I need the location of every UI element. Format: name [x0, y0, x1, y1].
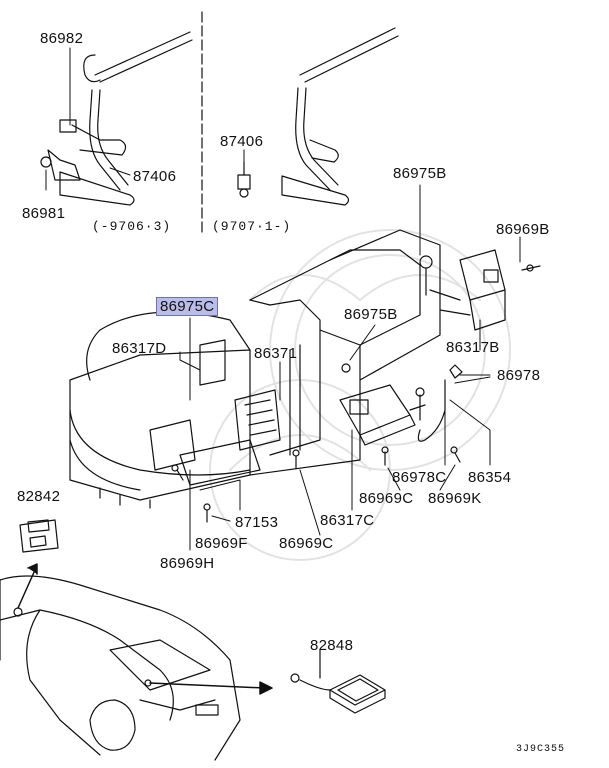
- switch-82848: [290, 649, 386, 714]
- part-label-86978c[interactable]: 86978C: [392, 469, 447, 486]
- date-note-right: (9707·1-): [212, 219, 292, 234]
- part-label-87153[interactable]: 87153: [235, 514, 279, 531]
- part-label-86354[interactable]: 86354: [468, 469, 512, 486]
- switch-82842: [19, 519, 59, 553]
- sensor-87406: [237, 161, 251, 198]
- left-rod-assembly: [40, 31, 193, 206]
- leader-lines: [45, 47, 521, 551]
- actuator-right: [419, 249, 541, 331]
- actuator-center: [339, 384, 426, 446]
- part-label-87406-left[interactable]: 87406: [133, 168, 177, 185]
- part-label-86317d[interactable]: 86317D: [112, 340, 167, 357]
- screws: [171, 363, 461, 523]
- part-label-86969c-mid[interactable]: 86969C: [279, 535, 334, 552]
- part-label-86975b-top[interactable]: 86975B: [393, 165, 447, 182]
- part-label-86371[interactable]: 86371: [254, 345, 298, 362]
- part-label-86317b[interactable]: 86317B: [446, 339, 500, 356]
- part-label-86982[interactable]: 86982: [40, 30, 84, 47]
- heater-unit: [69, 229, 441, 509]
- part-label-86978[interactable]: 86978: [497, 367, 541, 384]
- part-label-86975b-mid[interactable]: 86975B: [344, 306, 398, 323]
- date-note-left: (-9706·3): [92, 219, 172, 234]
- arrows: [17, 563, 273, 695]
- part-label-86981[interactable]: 86981: [22, 205, 66, 222]
- part-label-86969h[interactable]: 86969H: [160, 555, 215, 572]
- part-label-86969b[interactable]: 86969B: [496, 221, 550, 238]
- part-label-86317c[interactable]: 86317C: [320, 512, 375, 529]
- right-rod-assembly: [281, 27, 399, 206]
- part-label-87406-top[interactable]: 87406: [220, 133, 264, 150]
- car-outline: [0, 575, 241, 761]
- part-label-86969k[interactable]: 86969K: [428, 490, 482, 507]
- part-label-86969f[interactable]: 86969F: [195, 535, 248, 552]
- part-label-86975c-highlighted[interactable]: 86975C: [156, 297, 219, 316]
- part-label-82842[interactable]: 82842: [17, 488, 61, 505]
- control-cable: [415, 364, 463, 442]
- diagram-code: 3J9C355: [516, 744, 566, 755]
- part-label-86969c-right[interactable]: 86969C: [359, 490, 414, 507]
- part-label-82848[interactable]: 82848: [310, 637, 354, 654]
